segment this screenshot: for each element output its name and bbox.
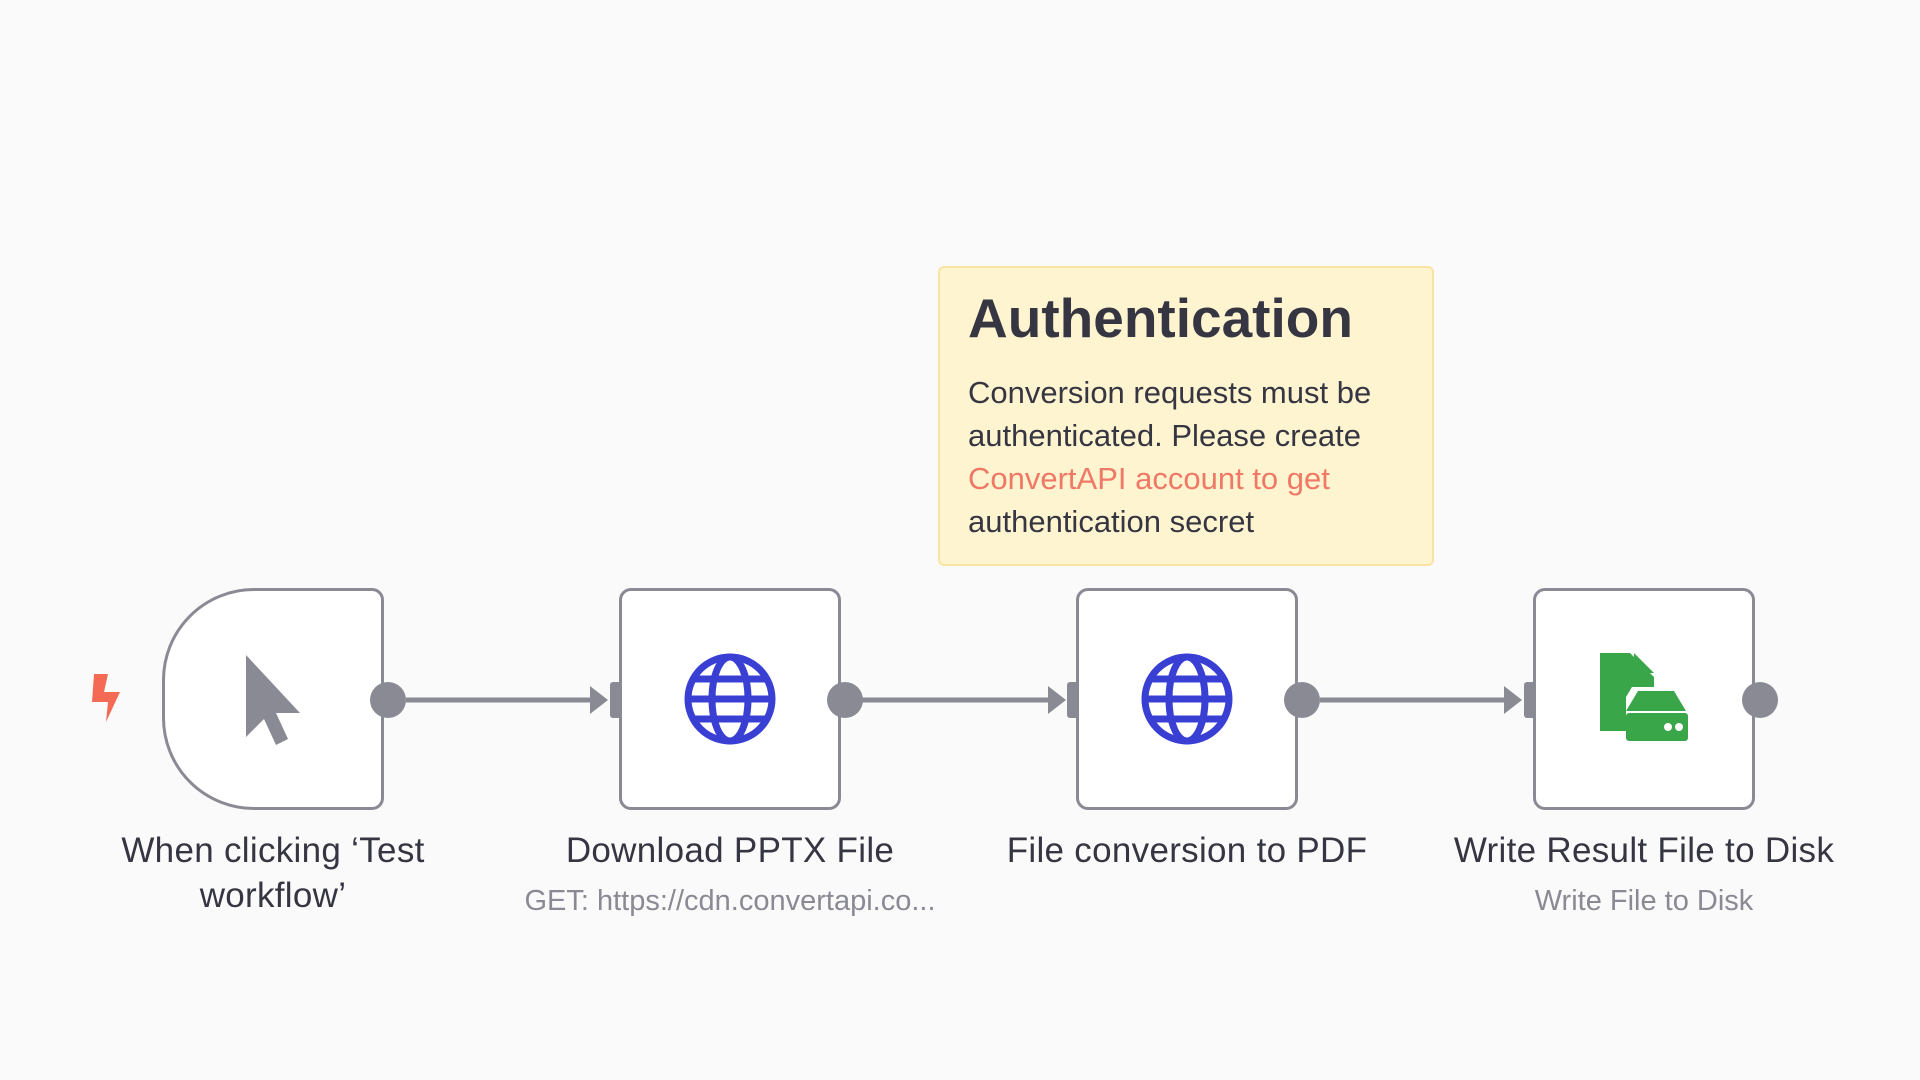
sticky-note-cut-off-text: authentication secret (968, 503, 1255, 539)
node-manual-trigger[interactable] (162, 588, 384, 810)
node-2-title: Download PPTX File (565, 831, 895, 870)
globe-icon (1139, 651, 1235, 747)
globe-icon (682, 651, 778, 747)
node-2-output-handle[interactable] (827, 682, 863, 718)
node-4-title: Write Result File to Disk (1453, 831, 1835, 870)
sticky-note-title: Authentication (968, 287, 1353, 349)
node-1-output-handle[interactable] (370, 682, 406, 718)
sticky-note-link[interactable]: ConvertAPI account to get (968, 460, 1330, 496)
node-3-title: File conversion to PDF (1006, 831, 1368, 870)
connection-arrow-1 (590, 686, 608, 714)
node-2-subtitle: GET: https://cdn.convertapi.co... (524, 885, 936, 917)
connection-arrow-3 (1504, 686, 1522, 714)
node-4-subtitle: Write File to Disk (1534, 885, 1754, 917)
node-4-output-handle[interactable] (1742, 682, 1778, 718)
node-write-file[interactable] (1533, 588, 1755, 810)
connection-arrow-2 (1048, 686, 1066, 714)
cursor-icon (225, 651, 321, 747)
sticky-note[interactable]: Authentication Conversion requests must … (938, 266, 1434, 566)
lightning-bolt-icon (92, 674, 120, 722)
node-file-conversion[interactable] (1076, 588, 1298, 810)
file-disk-icon (1596, 651, 1692, 747)
sticky-note-body-text: Conversion requests must be authenticate… (968, 374, 1372, 453)
node-1-title: When clicking ‘Test workflow’ (121, 831, 425, 915)
node-download-pptx[interactable] (619, 588, 841, 810)
node-3-output-handle[interactable] (1284, 682, 1320, 718)
sticky-note-body: Conversion requests must be authenticate… (968, 371, 1404, 543)
